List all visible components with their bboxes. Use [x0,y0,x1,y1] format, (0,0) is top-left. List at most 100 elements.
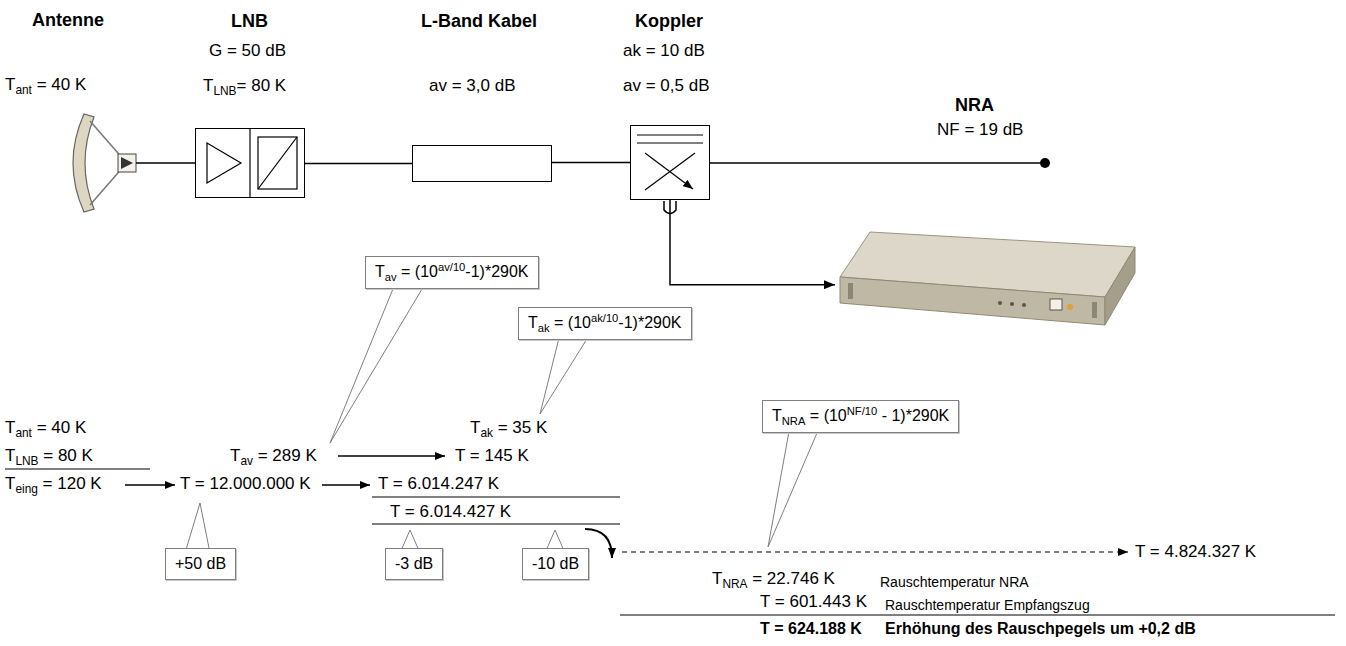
gain-callout: -3 dB [385,548,443,580]
through-wire [710,162,1040,164]
gain-callout: +50 dB [165,548,236,580]
superscript: NF/10 [847,405,877,417]
callout-pointer [330,284,425,443]
subscript: ak [538,322,550,334]
calculation-label: Rauschtemperatur NRA [880,572,1029,592]
antenna-node: AntenneTant = 40 K [62,112,142,214]
node-text: av = 3,0 dB [429,76,515,96]
subscript: LNB [15,454,38,468]
signal-connector [552,162,630,164]
subscript: NRA [782,415,806,427]
calculation-label: Erhöhung des Rauschpegels um +0,2 dB [885,619,1196,639]
node-heading: Koppler [635,11,703,31]
calculation-label: T = 6.014.427 K [390,502,511,522]
status-led [998,301,1002,305]
calculation-arrows [5,456,1335,615]
node-heading: L-Band Kabel [421,11,537,31]
subscript: av [385,271,397,283]
power-led [1067,304,1073,310]
calculation-label: TNRA = 22.746 K [712,569,835,590]
node-text: +50 dB [175,554,226,574]
status-led [1010,302,1014,306]
subscript: av [240,454,253,468]
node-text: TNRA = (10NF/10 - 1)*290K [772,406,949,427]
superscript: ak/10 [591,312,618,324]
dish-reflector [73,114,94,212]
rack-handle [1092,302,1097,318]
node-text: Tav = (10av/10-1)*290K [375,262,529,283]
node-text: NF = 19 dB [937,120,1023,140]
sum-line [372,496,620,497]
formula-callout: TNRA = (10NF/10 - 1)*290K [762,400,959,433]
lnb-symbol [207,129,297,197]
calculation-label: T = 145 K [455,446,529,466]
callout-pointer [768,426,820,547]
node-heading: NRA [955,95,994,115]
callout-pointer [540,334,590,414]
feed-horn-box [118,154,136,172]
signal-connector [305,163,412,165]
formula-callout: Tak = (10ak/10-1)*290K [518,307,692,340]
node-text: -3 dB [395,554,433,574]
coupler-line [637,142,703,143]
calculation-label: T = 6.014.247 K [378,474,499,494]
nra-device [840,232,1135,325]
power-switch [1050,299,1062,310]
calculation-label: Rauschtemperatur Empfangszug [885,595,1090,615]
callout-pointers [185,284,820,553]
rack-handle [848,283,853,299]
coupler-box: Kopplerak = 10 dBav = 0,5 dB [630,125,710,200]
subscript: eing [15,482,37,496]
gain-callout: -10 dB [522,548,589,580]
output-dot [1040,158,1050,168]
coupler-arrow [645,153,693,189]
node-text: Tak = (10ak/10-1)*290K [528,313,682,334]
signal-connector [142,162,195,164]
calculation-label: T = 624.188 K [760,619,862,639]
node-text: TLNB= 80 K [203,76,286,97]
flow-arrow [322,484,370,486]
calculation-label: T = 601.443 K [760,592,867,612]
sum-line [620,614,1335,615]
coupler-line [637,134,703,135]
dashed-arrow [622,551,1128,552]
nra-node: NRANF = 19 dB [835,222,1140,387]
calculation-label: Tak = 35 K [470,418,547,439]
node-text: ak = 10 dB [623,41,705,61]
node-text: G = 50 dB [209,41,286,61]
node-heading: LNB [231,11,268,31]
calculation-label: T = 12.000.000 K [180,474,311,494]
calculation-label: Tav = 289 K [230,446,317,467]
node-text: -10 dB [532,554,579,574]
calculation-label: Teing = 120 K [5,474,102,495]
subscript: LNB [213,84,236,98]
sum-line [5,468,150,469]
divider-line [249,129,250,197]
device-front [840,277,1105,325]
subscript: ant [15,426,32,440]
cable-box: L-Band Kabelav = 3,0 dB [412,145,552,182]
formula-callout: Tav = (10av/10-1)*290K [365,256,539,289]
node-text: Tant = 40 K [5,75,86,96]
superscript: av/10 [438,261,465,273]
flow-arrow [125,484,175,486]
calculation-label: T = 4.824.327 K [1135,542,1256,562]
node-heading: Antenne [32,10,104,30]
calculation-label: Tant = 40 K [5,418,86,439]
subscript: ak [480,426,493,440]
coupler-cross [645,153,695,190]
callout-pointer [185,503,210,553]
feed-horn [121,157,133,169]
status-led [1022,303,1026,307]
signal-connector [670,200,835,285]
feed-wire [136,162,142,164]
flow-arrow [338,455,445,457]
sum-line [372,523,620,524]
antenna-dish [73,114,142,212]
calculation-label: TLNB = 80 K [5,446,93,467]
amplifier-symbol [207,143,241,183]
node-text: av = 0,5 dB [623,76,709,96]
subscript: ant [15,83,32,97]
mixer-diagonal [258,137,297,189]
